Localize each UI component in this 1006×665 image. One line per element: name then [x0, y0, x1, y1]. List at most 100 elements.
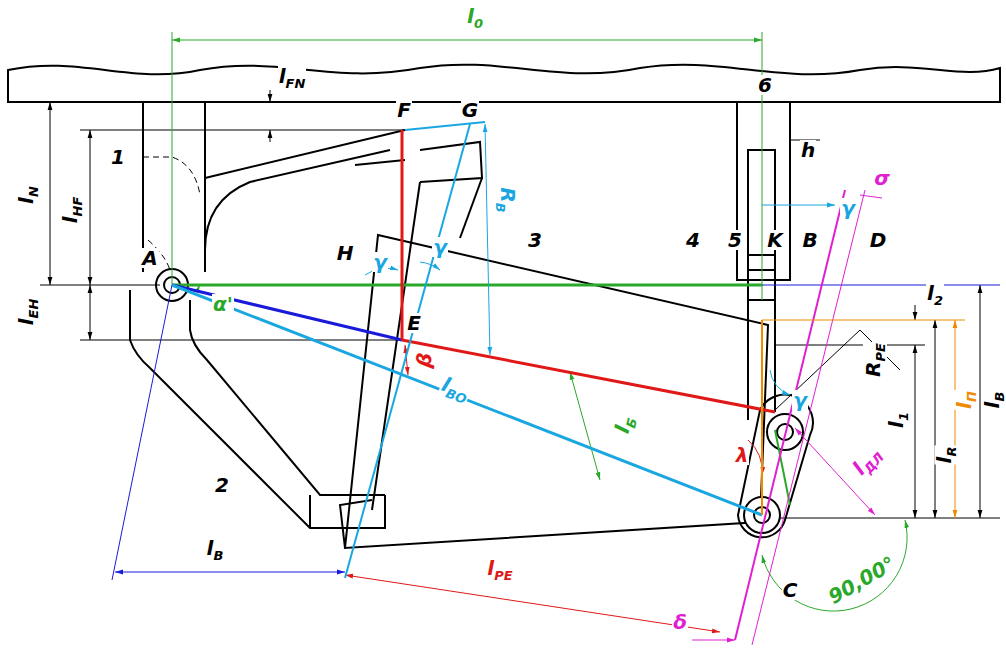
part-label: A: [141, 248, 158, 268]
symbol: l: [952, 402, 976, 409]
orange-construction: [762, 320, 965, 518]
subscript: N: [26, 186, 41, 197]
red-construction: [748, 440, 762, 475]
dimension-line: [915, 345, 916, 518]
part-label: γ: [432, 237, 448, 257]
orange-construction: [762, 320, 965, 321]
part-label: 5: [727, 230, 743, 250]
part-label: γ: [840, 198, 856, 218]
dimension-label: lБ: [611, 413, 639, 437]
cyan-construction: [762, 205, 835, 206]
part-label: 1: [110, 147, 126, 167]
dimension-label: l1: [886, 411, 910, 429]
subscript: EH: [26, 299, 41, 319]
dimension-line: [775, 330, 860, 410]
part-label: σ: [873, 168, 891, 188]
part-label: 90,00°: [824, 553, 899, 608]
dimension-line: [90, 130, 91, 285]
dimension-label: lB: [206, 538, 225, 562]
symbol: l: [14, 197, 38, 204]
pivot-joint: [156, 269, 803, 533]
dimension-label: lHF: [60, 196, 84, 225]
part-label: 3: [527, 230, 543, 250]
dimension-label: lFN: [278, 66, 307, 90]
subscript: П: [964, 391, 979, 402]
symbol: l: [207, 536, 214, 560]
cyan-construction: [345, 124, 470, 578]
dimension-label: lR: [934, 446, 958, 465]
magenta-construction: [795, 428, 875, 515]
cyan-construction: [405, 122, 485, 130]
subscript: B: [493, 203, 508, 213]
ceiling-structure: [8, 65, 1000, 102]
cyan-construction: [172, 285, 762, 515]
symbol: R: [496, 187, 520, 202]
part-label: α': [212, 294, 234, 314]
dimension-label: lN: [16, 185, 40, 205]
orange-construction: [761, 320, 763, 515]
part-label: λ: [735, 445, 750, 465]
part-label: 2: [214, 475, 230, 495]
blue-construction: [762, 285, 1000, 286]
green-construction: [172, 32, 173, 285]
blue-construction: [115, 572, 345, 573]
symbol: l: [467, 4, 474, 28]
blue-construction: [112, 285, 172, 580]
subscript: B: [213, 548, 223, 563]
part-label: 4: [685, 230, 701, 250]
blue-construction: [112, 285, 1000, 580]
part-label: K: [766, 230, 784, 250]
part-outline: [738, 395, 813, 538]
green-construction: [172, 284, 762, 287]
dimension-label: lB: [982, 391, 1006, 410]
part-label: 6: [757, 75, 773, 95]
subscript: R: [944, 447, 959, 457]
dimension-line: [90, 285, 91, 340]
dimension-line: [50, 102, 51, 285]
symbol: R: [861, 362, 885, 377]
dimension-line: [40, 90, 1000, 518]
part-label: γ: [372, 252, 388, 272]
cyan-construction: [172, 122, 835, 578]
dimension-label: lДЛ: [849, 442, 888, 481]
part-label: F: [396, 100, 412, 120]
dimension-line: [780, 518, 1000, 519]
subscript: 1: [896, 412, 911, 421]
part-outline: [460, 178, 482, 238]
green-construction: [570, 372, 600, 480]
subscript: B: [992, 392, 1006, 402]
green-construction: [172, 40, 762, 41]
symbol: l: [14, 318, 38, 325]
part-outline: [737, 102, 790, 280]
red-construction: [401, 130, 404, 340]
subscript: 2: [934, 293, 943, 308]
part-label: C: [782, 580, 799, 600]
magenta-construction: [860, 195, 882, 198]
part-outline: [372, 182, 420, 510]
symbol: l: [927, 281, 934, 305]
dimension-label: l0: [466, 6, 484, 30]
part-outline: [345, 235, 768, 548]
part-label: β: [413, 350, 436, 370]
part-label: D: [869, 230, 888, 250]
part-label: h: [800, 140, 816, 160]
magenta-construction: [735, 190, 845, 640]
dimension-line: [775, 345, 925, 346]
symbol: l: [58, 216, 82, 223]
subscript: HF: [70, 197, 85, 217]
subscript: 0: [474, 16, 483, 31]
subscript: PE: [494, 568, 512, 583]
subscript: FN: [286, 76, 306, 91]
magenta-construction: [692, 640, 735, 641]
green-construction: [762, 32, 763, 300]
part-outline: [142, 102, 144, 272]
dimension-line: [270, 90, 271, 102]
dimension-label: RPE: [863, 342, 887, 378]
part-label: δ: [672, 612, 688, 632]
part-label: H: [336, 243, 355, 263]
dimension-line: [80, 130, 405, 131]
dimension-line: [80, 340, 402, 341]
dimension-line: [270, 130, 271, 142]
part-label: G: [461, 100, 479, 120]
